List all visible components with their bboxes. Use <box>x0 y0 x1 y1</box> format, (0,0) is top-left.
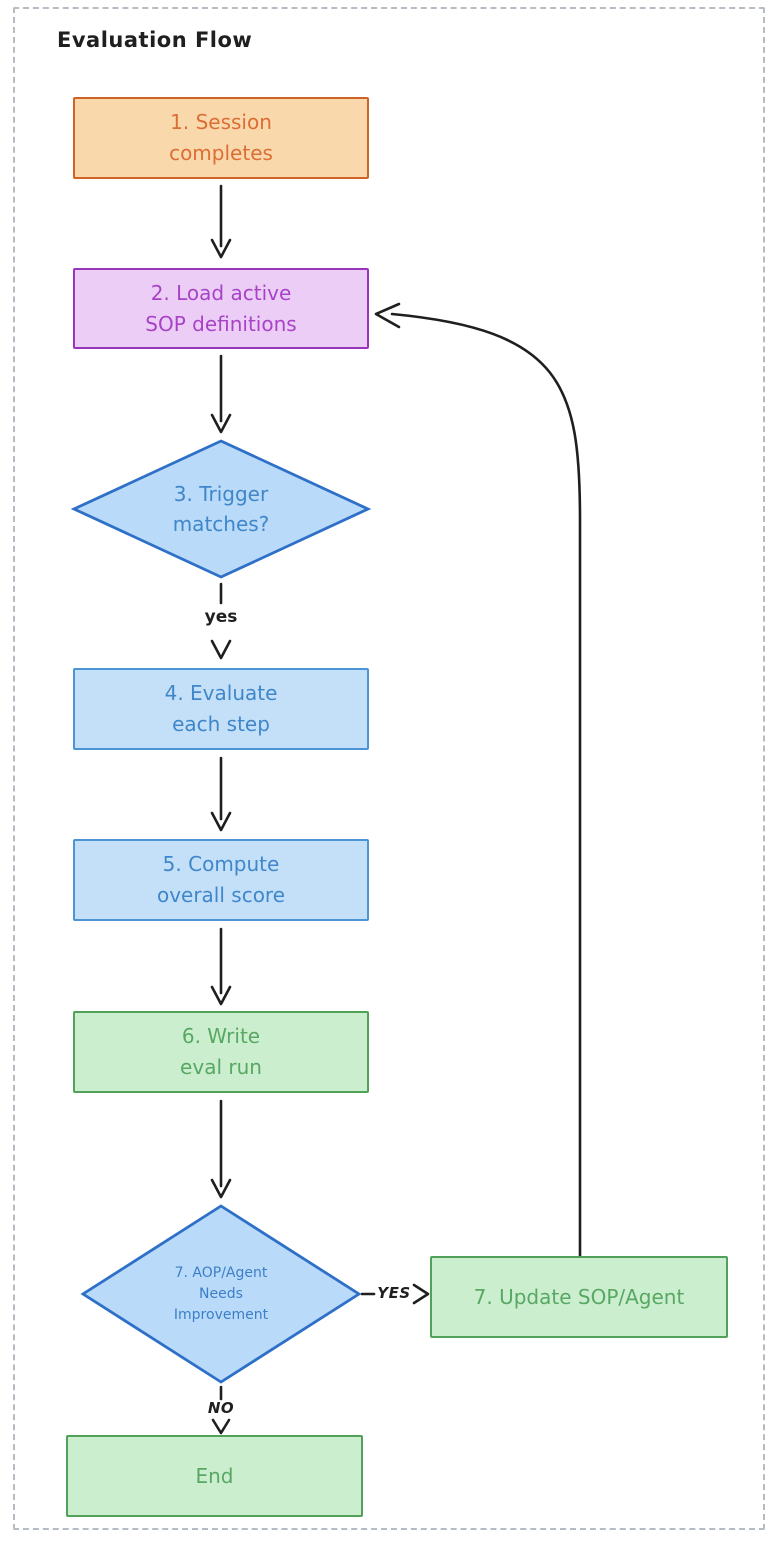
edge-label-NO: NO <box>207 1399 235 1417</box>
node-write-eval-run: 6. Write eval run <box>73 1011 369 1093</box>
arrow-needs-yes <box>360 1283 430 1305</box>
trigger-diamond-shape <box>70 439 372 579</box>
diagram-title: Evaluation Flow <box>57 28 253 52</box>
node-needs-improvement-label: 7. AOP/Agent Needs Improvement <box>173 1264 269 1323</box>
node-compute-overall-score-label: 5. Compute overall score <box>156 852 286 907</box>
node-update-sop-agent: 7. Update SOP/Agent <box>430 1256 728 1338</box>
node-evaluate-each-step: 4. Evaluate each step <box>73 668 369 750</box>
node-compute-overall-score: 5. Compute overall score <box>73 839 369 921</box>
node-trigger-matches-label: 3. Trigger matches? <box>172 482 270 536</box>
arrow-evaluate-to-compute <box>210 756 232 832</box>
node-load-sop-definitions-label: 2. Load active SOP definitions <box>145 280 297 336</box>
arrow-trigger-yes <box>210 582 232 660</box>
arrow-load-to-trigger <box>210 354 232 434</box>
node-end-label: End <box>195 1463 234 1488</box>
node-session-completes-label: 1. Session completes <box>169 110 273 165</box>
edge-label-YES: YES <box>377 1284 411 1302</box>
arrow-needs-no <box>211 1385 231 1435</box>
node-update-sop-agent-label: 7. Update SOP/Agent <box>473 1284 685 1309</box>
node-write-eval-run-label: 6. Write eval run <box>180 1024 262 1079</box>
node-end: End <box>66 1435 363 1517</box>
node-evaluate-each-step-label: 4. Evaluate each step <box>164 681 278 736</box>
node-session-completes: 1. Session completes <box>73 97 369 179</box>
dashed-frame <box>13 7 765 1530</box>
arrow-write-to-needs <box>210 1099 232 1199</box>
arrow-update-to-load-feedback <box>374 302 582 1258</box>
needs-improvement-diamond-shape <box>80 1204 362 1384</box>
arrow-session-to-load <box>210 184 232 259</box>
edge-label-yes: yes <box>204 607 238 627</box>
node-load-sop-definitions: 2. Load active SOP definitions <box>73 268 369 349</box>
arrow-compute-to-write <box>210 927 232 1006</box>
